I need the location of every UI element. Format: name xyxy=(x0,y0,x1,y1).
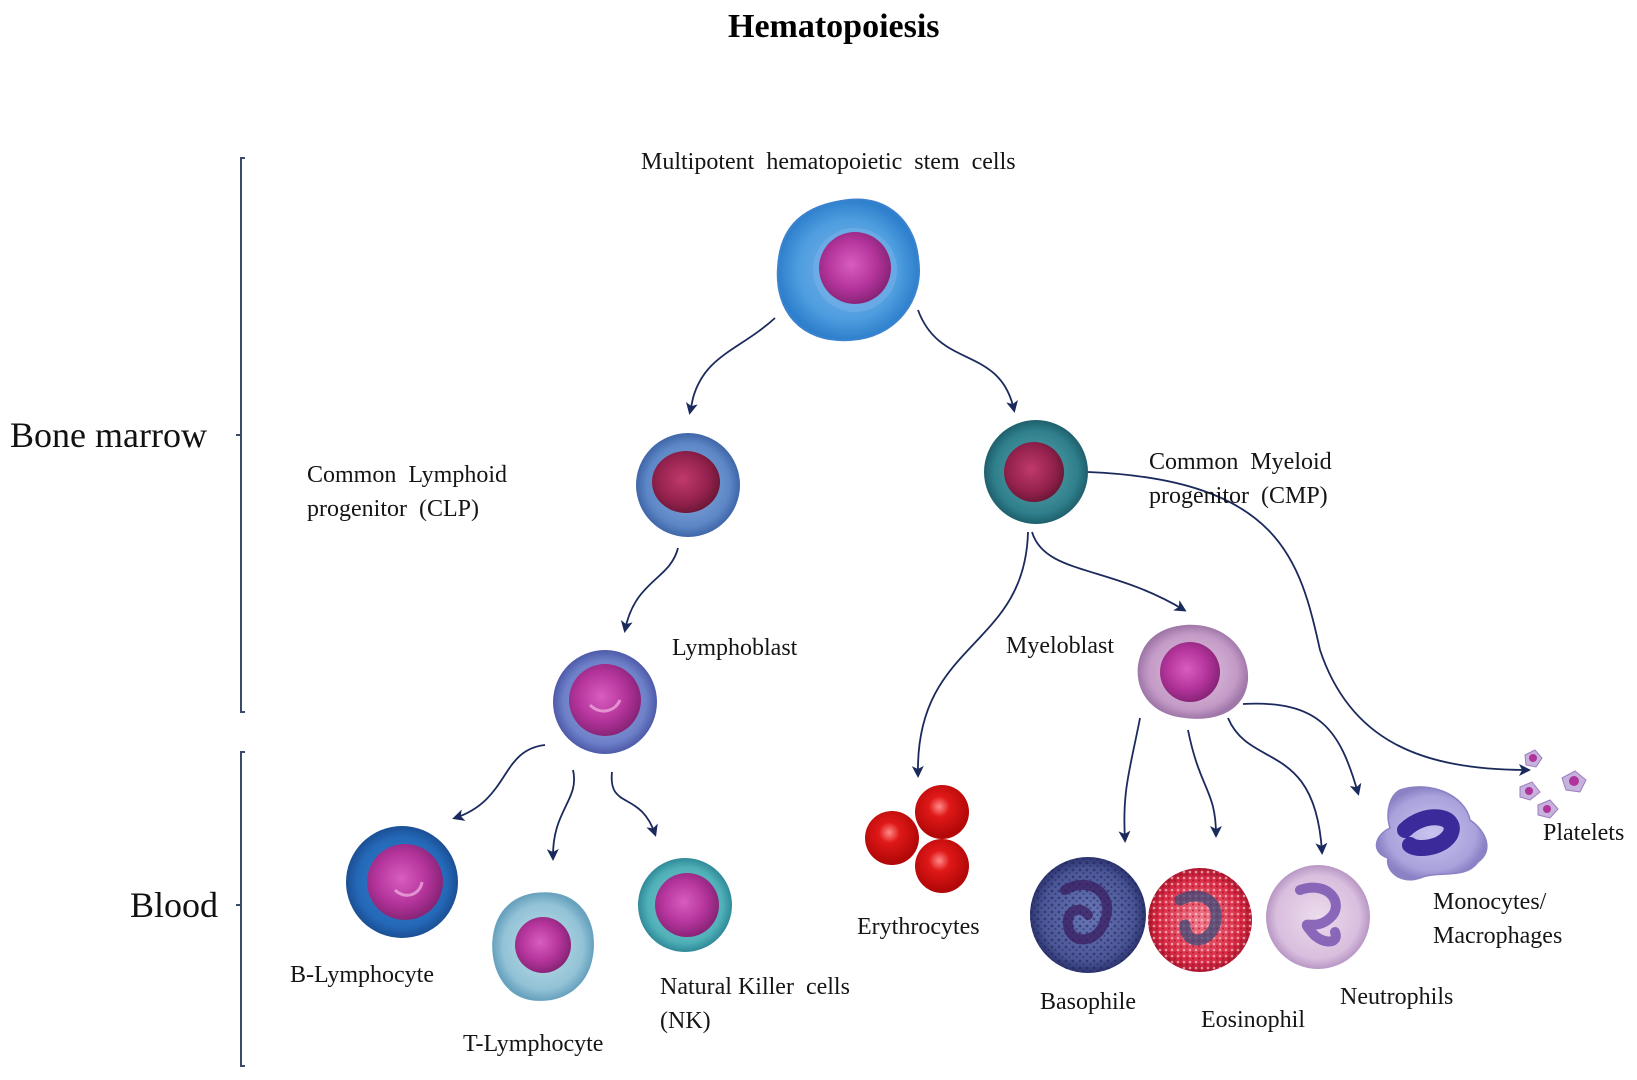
arrow-cmp-to-platelets xyxy=(1087,471,1531,776)
arrow-myeloblast-to-monocytes xyxy=(1242,702,1362,796)
label-cmp-line2: progenitor (CMP) xyxy=(1149,483,1328,509)
label-nk-line2: (NK) xyxy=(660,1008,711,1034)
label-nk-line1: Natural Killer cells xyxy=(660,974,850,1000)
nk-cell-icon xyxy=(638,858,732,952)
diagram-title: Hematopoiesis xyxy=(728,8,940,45)
monocyte-macrophage-cell-icon xyxy=(1375,786,1488,881)
label-neutrophils: Neutrophils xyxy=(1340,984,1454,1010)
arrow-myeloblast-to-basophile xyxy=(1118,717,1141,843)
arrow-lymphoblast-to-nk xyxy=(610,771,658,837)
myeloblast-cell-icon xyxy=(1137,624,1249,719)
label-clp: Common Lymphoid progenitor (CLP) xyxy=(307,458,507,526)
stem-cell-icon xyxy=(776,198,920,342)
cmp-cell-icon xyxy=(984,420,1088,524)
region-label-bone-marrow: Bone marrow xyxy=(10,415,207,455)
label-eosinophil: Eosinophil xyxy=(1201,1007,1306,1033)
label-clp-line2: progenitor (CLP) xyxy=(307,496,479,522)
label-cmp: Common Myeloid progenitor (CMP) xyxy=(1149,445,1332,513)
label-stem-cells: Multipotent hematopoietic stem cells xyxy=(641,149,1016,175)
label-monocytes: Monocytes/ Macrophages xyxy=(1433,885,1562,953)
erythrocyte-cell-icon xyxy=(865,785,969,893)
bone-marrow-bracket xyxy=(236,157,245,713)
label-t-lymphocyte: T-Lymphocyte xyxy=(463,1031,604,1057)
blood-bracket xyxy=(236,751,245,1067)
t-lymphocyte-cell-icon xyxy=(492,892,594,1001)
label-nk: Natural Killer cells (NK) xyxy=(660,970,850,1038)
arrow-lymphoblast-to-t xyxy=(546,769,575,861)
b-lymphocyte-cell-icon xyxy=(346,826,458,938)
label-monocytes-line2: Macrophages xyxy=(1433,923,1563,949)
arrow-myeloblast-to-neutrophils xyxy=(1227,717,1328,855)
clp-cell-icon xyxy=(636,433,740,537)
arrow-myeloblast-to-eosinophil xyxy=(1187,729,1222,838)
label-platelets: Platelets xyxy=(1543,820,1625,846)
arrow-cmp-to-myeloblast xyxy=(1031,531,1187,612)
lineage-arrows xyxy=(452,309,1531,861)
arrow-cmp-to-erythrocytes xyxy=(911,531,1029,778)
label-b-lymphocyte: B-Lymphocyte xyxy=(290,962,434,988)
label-monocytes-line1: Monocytes/ xyxy=(1433,889,1547,915)
arrow-hsc-to-cmp xyxy=(917,309,1018,413)
label-clp-line1: Common Lymphoid xyxy=(307,462,508,488)
basophil-cell-icon xyxy=(1030,857,1146,973)
label-myeloblast: Myeloblast xyxy=(1006,633,1114,659)
lymphoblast-cell-icon xyxy=(553,650,657,754)
label-cmp-line1: Common Myeloid xyxy=(1149,449,1332,475)
arrow-clp-to-lymphoblast xyxy=(620,547,679,633)
region-label-blood: Blood xyxy=(130,885,219,925)
arrow-lymphoblast-to-b xyxy=(452,744,546,821)
label-erythrocytes: Erythrocytes xyxy=(857,914,980,940)
label-lymphoblast: Lymphoblast xyxy=(672,635,798,661)
arrow-hsc-to-clp xyxy=(686,317,776,415)
platelet-icon xyxy=(1519,749,1587,819)
neutrophil-cell-icon xyxy=(1266,865,1370,969)
eosinophil-cell-icon xyxy=(1148,868,1252,972)
label-basophile: Basophile xyxy=(1040,989,1136,1015)
